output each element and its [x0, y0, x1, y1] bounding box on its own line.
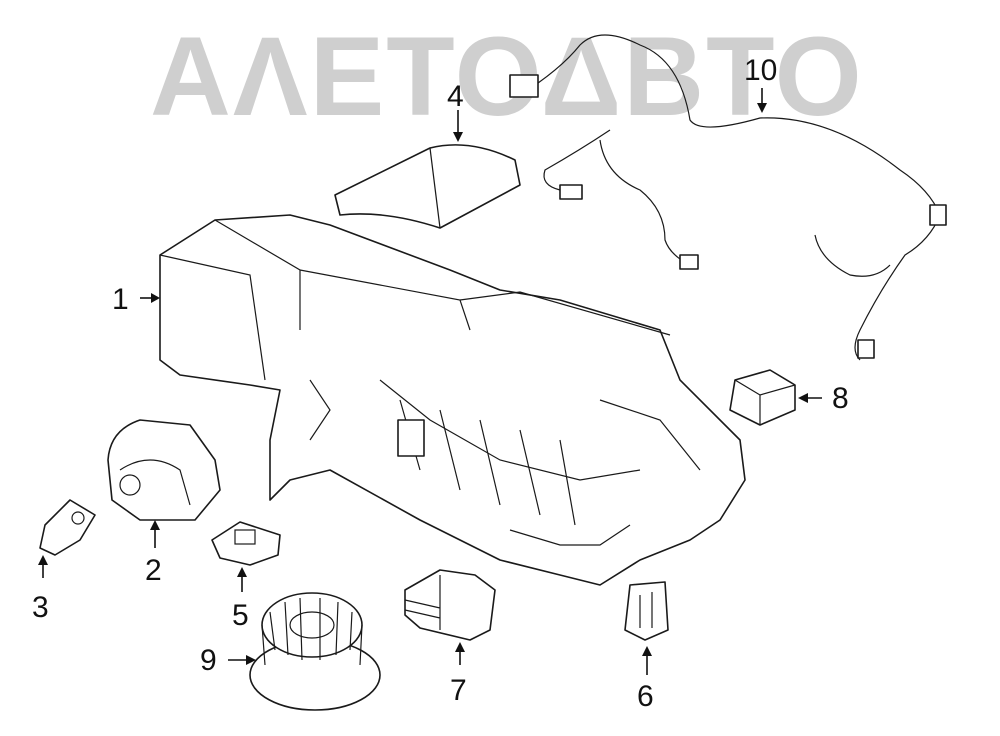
callout-2: 2: [145, 554, 162, 587]
part-7-module: [404, 569, 496, 641]
callout-1: 1: [112, 283, 129, 316]
callout-9: 9: [200, 644, 217, 677]
callout-7: 7: [450, 674, 467, 707]
callout-labels: 1 2 3 4 5 6 7 8 9 10: [32, 54, 849, 713]
callout-4: 4: [447, 80, 464, 113]
part-3-actuator: [39, 499, 96, 556]
watermark: ΑΛΕΤΟΔΒΤΟ: [150, 14, 864, 139]
part-8-relay: [729, 369, 796, 426]
callout-6: 6: [637, 680, 654, 713]
callout-leaders: [38, 88, 822, 675]
part-2-blower-housing: [107, 419, 221, 521]
callout-8: 8: [832, 382, 849, 415]
part-9-blower-motor: [249, 592, 381, 711]
part-5-sensor: [211, 521, 281, 566]
callout-5: 5: [232, 599, 249, 632]
part-10-wiring-harness: [509, 34, 947, 361]
part-4-cover: [334, 144, 521, 229]
callout-3: 3: [32, 591, 49, 624]
hvac-housing: [159, 214, 746, 586]
watermark-text: ΑΛΕΤΟΔΒΤΟ: [150, 14, 864, 139]
part-6-connector: [624, 581, 669, 641]
callout-10: 10: [744, 54, 777, 87]
